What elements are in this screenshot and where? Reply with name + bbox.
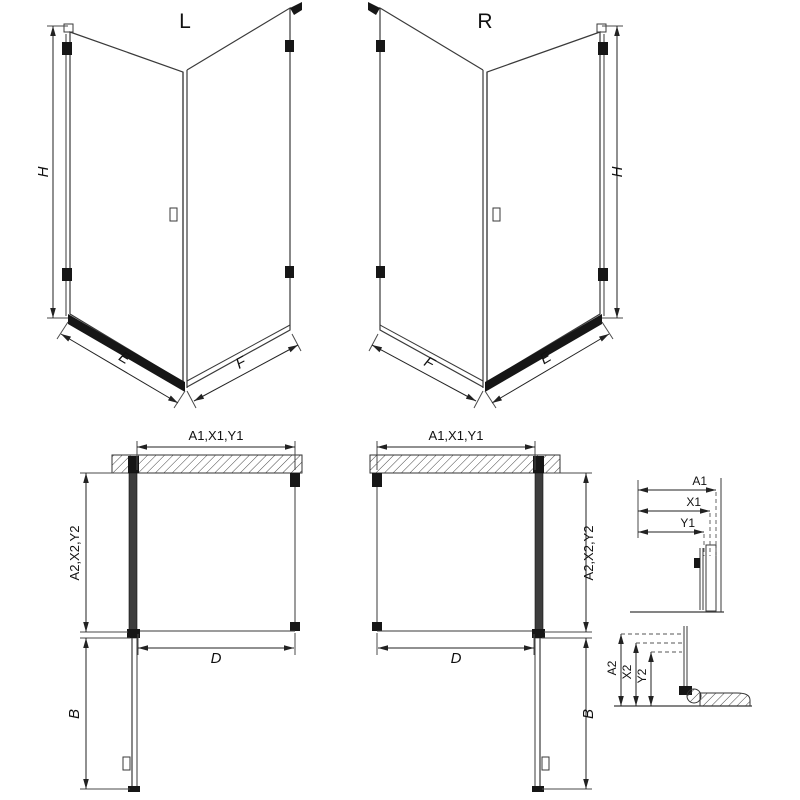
wall-profile-block [128, 456, 139, 473]
hinge-top [598, 42, 608, 55]
wall-bracket-top [285, 40, 294, 52]
front-view-left: L H E F [35, 2, 302, 409]
door-handle-plan [541, 756, 550, 771]
hinge-bottom [598, 268, 608, 281]
side-glass-plan [128, 472, 138, 639]
plan-view-right: A1,X1,Y1 A2,X2,Y2 D B [369, 428, 597, 792]
dim-line-F [193, 344, 299, 402]
wall-profile-flag [368, 2, 380, 15]
dim-label-y2: Y2 [635, 668, 649, 683]
fixed-glass [186, 6, 291, 388]
dim-label-door-swing: B [580, 709, 597, 719]
top-bracket [596, 23, 607, 33]
plan-view-left: A1,X1,Y1 A2,X2,Y2 D B [66, 428, 303, 792]
door-end-cap [532, 786, 544, 792]
door-handle [492, 207, 501, 222]
corner-bracket-top [290, 473, 300, 487]
dim-label-side-depth: A2,X2,Y2 [67, 526, 82, 581]
dim-label-top-width: A1,X1,Y1 [429, 428, 484, 443]
fixed-glass [379, 6, 484, 388]
dim-label-top-width: A1,X1,Y1 [189, 428, 244, 443]
wall-section [369, 454, 561, 474]
corner-bracket-top [372, 473, 382, 487]
threshold-ramp [699, 692, 751, 707]
top-bracket [63, 23, 74, 33]
dim-label-inner-width: D [451, 650, 462, 667]
profile-channel [705, 544, 717, 612]
door-handle [169, 207, 178, 222]
side-glass-plan [534, 472, 544, 639]
door-pivot [127, 629, 140, 638]
detail-wall-profile: A1 X1 Y1 [630, 474, 724, 613]
door-end-cap [128, 786, 140, 792]
view-label-right: R [477, 10, 492, 33]
detail-threshold: A2 X2 Y2 [605, 626, 752, 707]
dim-line-E [60, 333, 179, 404]
dim-label-F: F [233, 353, 250, 373]
dim-label-inner-width: D [211, 650, 222, 667]
dim-label-H: H [609, 166, 626, 177]
dim-line-E [491, 333, 610, 404]
hinge-bottom [62, 268, 72, 281]
wall-section [111, 454, 303, 474]
door-pivot [532, 629, 545, 638]
wall-profile-block [533, 456, 544, 473]
dim-label-door-swing: B [66, 709, 83, 719]
wall-bracket-bottom [285, 266, 294, 278]
dim-label-x2: X2 [620, 664, 634, 679]
dim-label-a2: A2 [605, 660, 619, 675]
profile-clamp [694, 558, 700, 568]
dim-label-H: H [35, 166, 52, 177]
door-handle-plan [122, 756, 131, 771]
dim-label-a1: A1 [692, 474, 707, 488]
dim-label-side-depth: A2,X2,Y2 [581, 526, 596, 581]
wall-profile-flag [290, 2, 302, 15]
dim-label-F: F [421, 353, 438, 373]
seal-roller [686, 688, 702, 704]
wall-bracket-top [376, 40, 385, 52]
bottom-seal [679, 686, 692, 695]
corner-bracket-bottom [372, 622, 382, 631]
view-label-left: L [179, 10, 191, 33]
dim-label-x1: X1 [686, 495, 701, 509]
corner-bracket-bottom [290, 622, 300, 631]
dim-label-y1: Y1 [680, 516, 695, 530]
dim-line-F [371, 344, 477, 402]
hinge-top [62, 42, 72, 55]
front-view-right: R H F E [368, 2, 626, 409]
wall-bracket-bottom [376, 266, 385, 278]
